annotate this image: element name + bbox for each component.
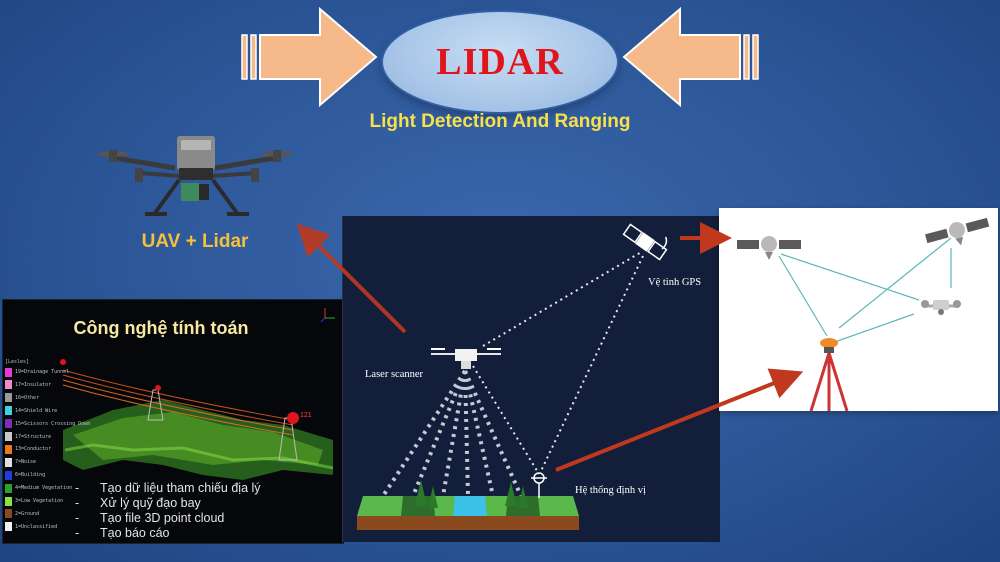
title-ellipse: LIDAR <box>383 12 617 112</box>
marker-label: 121 <box>300 412 312 419</box>
left-arrow <box>241 6 378 108</box>
layer-label: 2=Ground <box>15 510 40 517</box>
gps-network-diagram <box>737 217 990 411</box>
computing-panel: 121 Công nghệ tính toán [Lesles] 19=Drai… <box>2 299 344 544</box>
layer-color-swatch <box>5 444 12 454</box>
layer-legend-item: 1=Unclassified <box>5 521 57 533</box>
layer-color-swatch <box>5 509 12 519</box>
layer-color-swatch <box>5 496 12 506</box>
layer-list-header: [Lesles] <box>5 359 30 365</box>
layer-label: 15=Scissors Crossing Down <box>15 420 91 427</box>
layer-legend-item: 3=Low Vegetation <box>5 495 63 507</box>
layer-color-swatch <box>5 470 12 480</box>
layer-label: 6=Building <box>15 472 46 479</box>
layer-label: 3=Low Vegetation <box>15 498 64 504</box>
laser-scanner-drone <box>431 348 501 369</box>
layer-legend-item: 14=Shield Wire <box>5 405 57 417</box>
lidar-system-panel: Laser scanner Vệ tinh GPS Hệ thống định … <box>342 216 720 542</box>
point-cloud-visualization <box>60 308 335 480</box>
task-item: -Tạo dữ liệu tham chiếu địa lý <box>75 481 261 495</box>
layer-label: 17=Insulator <box>15 381 52 388</box>
task-item: -Tạo báo cáo <box>75 526 170 540</box>
subtitle: Light Detection And Ranging <box>369 111 631 132</box>
layer-label: 4=Medium Vegetation <box>15 485 73 492</box>
task-item: -Xử lý quỹ đạo bay <box>75 496 201 510</box>
layer-label: 19=Drainage Tunnel <box>15 369 70 375</box>
layer-legend-item: 2=Ground <box>5 508 39 520</box>
layer-legend-item: 6=Building <box>5 469 45 481</box>
gps-network-panel <box>719 208 998 411</box>
layer-color-swatch <box>5 406 12 416</box>
layer-color-swatch <box>5 380 12 390</box>
uav-drone-image <box>97 136 293 216</box>
layer-label: 16=Other <box>15 394 40 401</box>
layer-label: 1=Unclassified <box>15 523 58 530</box>
uav-lidar-label: UAV + Lidar <box>141 231 249 252</box>
layer-legend-item: 17=Structure <box>5 431 51 443</box>
layer-legend-item: 7=Noise <box>5 456 36 468</box>
layer-color-swatch <box>5 419 12 429</box>
task-item: -Tạo file 3D point cloud <box>75 511 225 525</box>
layer-legend-item: 16=Other <box>5 392 39 404</box>
layer-legend-item: 17=Insulator <box>5 379 51 391</box>
layer-legend-item: 4=Medium Vegetation <box>5 482 72 494</box>
right-arrow <box>622 6 759 108</box>
layer-color-swatch <box>5 432 12 441</box>
lidar-scanning-diagram <box>357 223 668 530</box>
layer-legend-item: 13=Conductor <box>5 443 51 455</box>
positioning-receiver <box>531 472 547 498</box>
layer-label: 13=Conductor <box>15 446 52 453</box>
layer-color-swatch <box>5 457 12 467</box>
layer-legend-item: 19=Drainage Tunnel <box>5 366 69 378</box>
positioning-system-label: Hệ thống định vị <box>575 485 646 496</box>
layer-color-swatch <box>5 367 12 377</box>
layer-label: 7=Noise <box>15 459 37 466</box>
page-title: LIDAR <box>436 41 564 83</box>
layer-label: 17=Structure <box>15 433 52 440</box>
layer-color-swatch <box>5 393 12 403</box>
layer-color-swatch <box>5 522 12 532</box>
arrow-to-uav <box>296 223 407 334</box>
gps-satellite <box>622 223 668 261</box>
layer-legend-item: 15=Scissors Crossing Down <box>5 418 90 430</box>
arrow-positioning-to-receiver <box>555 368 804 472</box>
gps-satellite-label: Vệ tinh GPS <box>648 277 702 288</box>
laser-scanner-label: Laser scanner <box>365 369 424 380</box>
layer-label: 14=Shield Wire <box>15 407 58 414</box>
layer-color-swatch <box>5 483 12 493</box>
computing-title: Công nghệ tính toán <box>73 318 249 338</box>
